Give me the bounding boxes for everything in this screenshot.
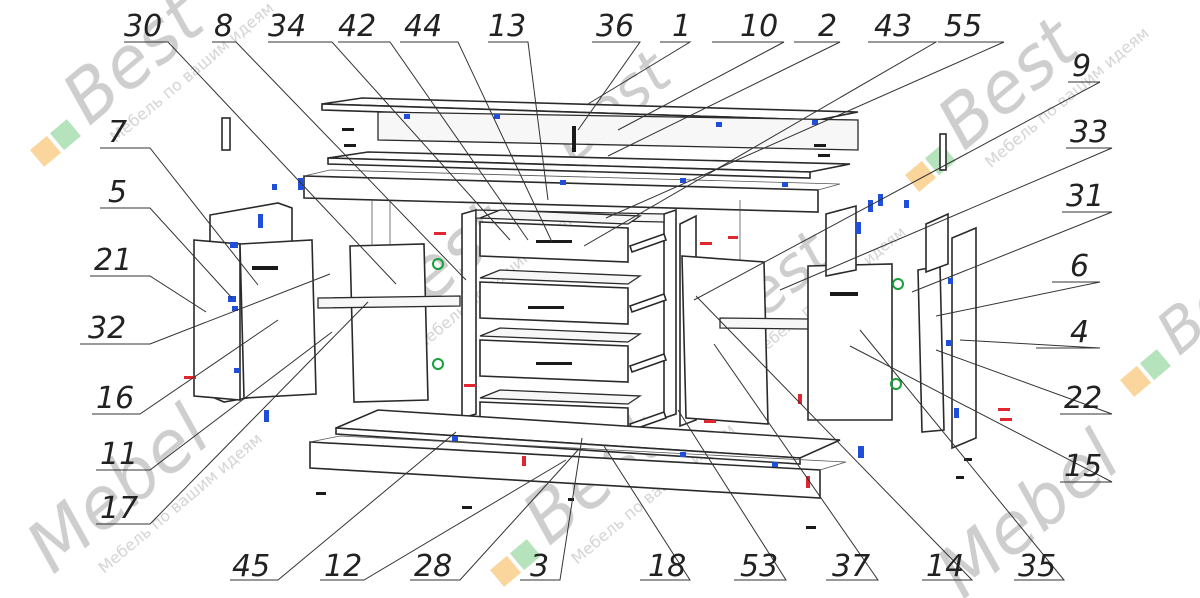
callout-label-34: 34 (268, 9, 306, 44)
callout-label-43: 43 (874, 9, 912, 44)
fasteners-green (432, 258, 904, 390)
drawer-rails (628, 232, 668, 432)
callout-label-35: 35 (1018, 549, 1056, 584)
fasteners-red (184, 232, 1012, 488)
right-side-panels (917, 133, 977, 450)
callout-label-15: 15 (1064, 449, 1102, 484)
callout-label-7: 7 (108, 115, 127, 150)
callout-label-45: 45 (232, 549, 270, 584)
callout-label-55: 55 (944, 9, 982, 44)
callout-label-37: 37 (832, 549, 870, 584)
watermark-logo-top-right: Best Мебель по вашим идеям (905, 1, 1153, 192)
callout-label-12: 12 (324, 549, 362, 584)
watermark-logo-right-edge: Best (1120, 228, 1200, 397)
callout-label-16: 16 (96, 381, 134, 416)
callout-label-6: 6 (1070, 249, 1089, 284)
left-side-panel (193, 117, 317, 403)
right-door (807, 204, 893, 421)
drawer-2 (479, 269, 643, 325)
top-panel (303, 97, 859, 213)
exploded-view (184, 97, 1012, 529)
drawer-3 (479, 327, 643, 383)
callout-label-32: 32 (88, 311, 126, 346)
callout-labels: 30 8 34 42 44 13 36 1 10 2 43 55 7 5 21 … (88, 9, 1108, 584)
callout-label-30: 30 (124, 9, 162, 44)
drawer-1 (479, 209, 643, 263)
fasteners-dark (316, 126, 972, 529)
callout-label-11: 11 (100, 437, 138, 472)
leader-lines (80, 41, 1113, 581)
callout-label-22: 22 (1064, 381, 1102, 416)
callout-label-1: 1 (672, 9, 691, 44)
callout-label-5: 5 (108, 175, 127, 210)
callout-label-3: 3 (530, 549, 549, 584)
callout-label-9: 9 (1072, 49, 1091, 84)
callout-label-18: 18 (648, 549, 686, 584)
callout-label-8: 8 (214, 9, 233, 44)
callout-label-2: 2 (818, 9, 837, 44)
callout-label-31: 31 (1066, 179, 1104, 214)
watermark-best-text: Best (1143, 228, 1200, 369)
left-door (317, 200, 461, 403)
callout-label-4: 4 (1070, 315, 1089, 350)
callout-label-36: 36 (596, 9, 634, 44)
callout-label-33: 33 (1070, 115, 1108, 150)
callout-label-13: 13 (488, 9, 526, 44)
callout-label-28: 28 (414, 549, 452, 584)
callout-label-44: 44 (404, 9, 442, 44)
callout-label-21: 21 (94, 243, 132, 278)
callout-label-53: 53 (740, 549, 778, 584)
callout-label-14: 14 (926, 549, 964, 584)
callout-label-42: 42 (338, 9, 376, 44)
callout-label-10: 10 (740, 9, 778, 44)
callout-label-17: 17 (100, 491, 138, 526)
